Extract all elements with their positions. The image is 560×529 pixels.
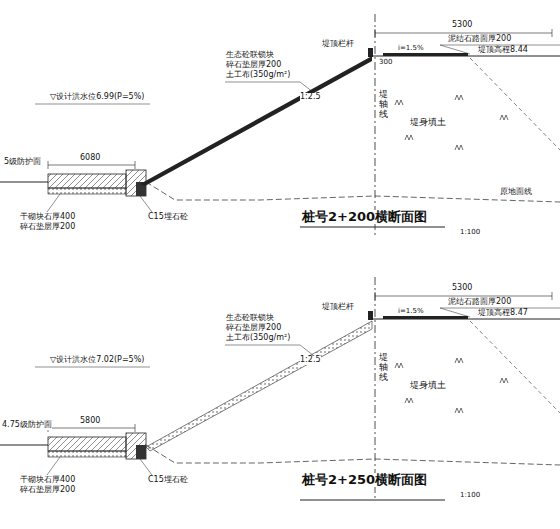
note: C15埋石砼 bbox=[148, 213, 188, 222]
note: 堤顶栏杆 bbox=[322, 303, 354, 312]
scale: 1:100 bbox=[460, 492, 480, 500]
dimension: 6080 bbox=[80, 154, 100, 163]
section-title: 桩号2+200横断面图 bbox=[302, 210, 427, 224]
note: 土工布(350g/m²) bbox=[226, 71, 290, 80]
section-title: 桩号2+250横断面图 bbox=[302, 473, 427, 487]
dimension: 5300 bbox=[452, 284, 472, 293]
note: 生态砼联锁块 bbox=[226, 314, 274, 323]
slope-grade: i=1.5% bbox=[398, 45, 424, 53]
note: 原地面线 bbox=[500, 188, 532, 197]
dimension: 5300 bbox=[452, 21, 472, 30]
note: 干砌块石厚400 bbox=[20, 213, 75, 222]
note: 堤身填土 bbox=[410, 381, 446, 391]
dimension: 300 bbox=[379, 59, 392, 67]
note: 碎石垫层厚200 bbox=[226, 324, 281, 333]
section-lower bbox=[0, 277, 560, 498]
note: C15埋石砼 bbox=[148, 476, 188, 485]
section-upper bbox=[0, 14, 560, 235]
title-underline bbox=[300, 226, 445, 227]
slope-grade: i=1.5% bbox=[398, 308, 424, 316]
note: 碎石垫层厚200 bbox=[20, 486, 75, 495]
scale: 1:100 bbox=[460, 229, 480, 237]
note: 泥结石路面厚200 bbox=[448, 298, 511, 307]
note: 5级防护面 bbox=[4, 158, 41, 167]
note: 泥结石路面厚200 bbox=[448, 35, 511, 44]
note: 碎石垫层厚200 bbox=[226, 61, 281, 70]
dimension: 5800 bbox=[80, 417, 100, 426]
title-underline bbox=[300, 499, 445, 500]
note: 土工布(350g/m²) bbox=[226, 334, 290, 343]
note: 堤身填土 bbox=[410, 118, 446, 128]
elevation: 堤顶高程8.44 bbox=[478, 46, 528, 55]
elevation: 堤顶高程8.47 bbox=[478, 309, 528, 318]
axis-label: 堤轴线 bbox=[379, 90, 388, 120]
slope-revetment bbox=[146, 321, 372, 451]
water-level: ▽设计洪水位7.02(P=5%) bbox=[50, 356, 144, 365]
note: 干砌块石厚400 bbox=[20, 476, 75, 485]
note: 碎石垫层厚200 bbox=[20, 223, 75, 232]
slope-ratio: 1:2.5 bbox=[300, 356, 321, 365]
note: 生态砼联锁块 bbox=[226, 51, 274, 60]
slope-revetment bbox=[140, 56, 372, 186]
note: 堤顶栏杆 bbox=[322, 40, 354, 49]
note: 4.75级防护面 bbox=[2, 421, 52, 430]
water-level: ▽设计洪水位6.99(P=5%) bbox=[50, 93, 144, 102]
slope-ratio: 1:2.5 bbox=[300, 93, 321, 102]
axis-label: 堤轴线 bbox=[379, 353, 388, 383]
